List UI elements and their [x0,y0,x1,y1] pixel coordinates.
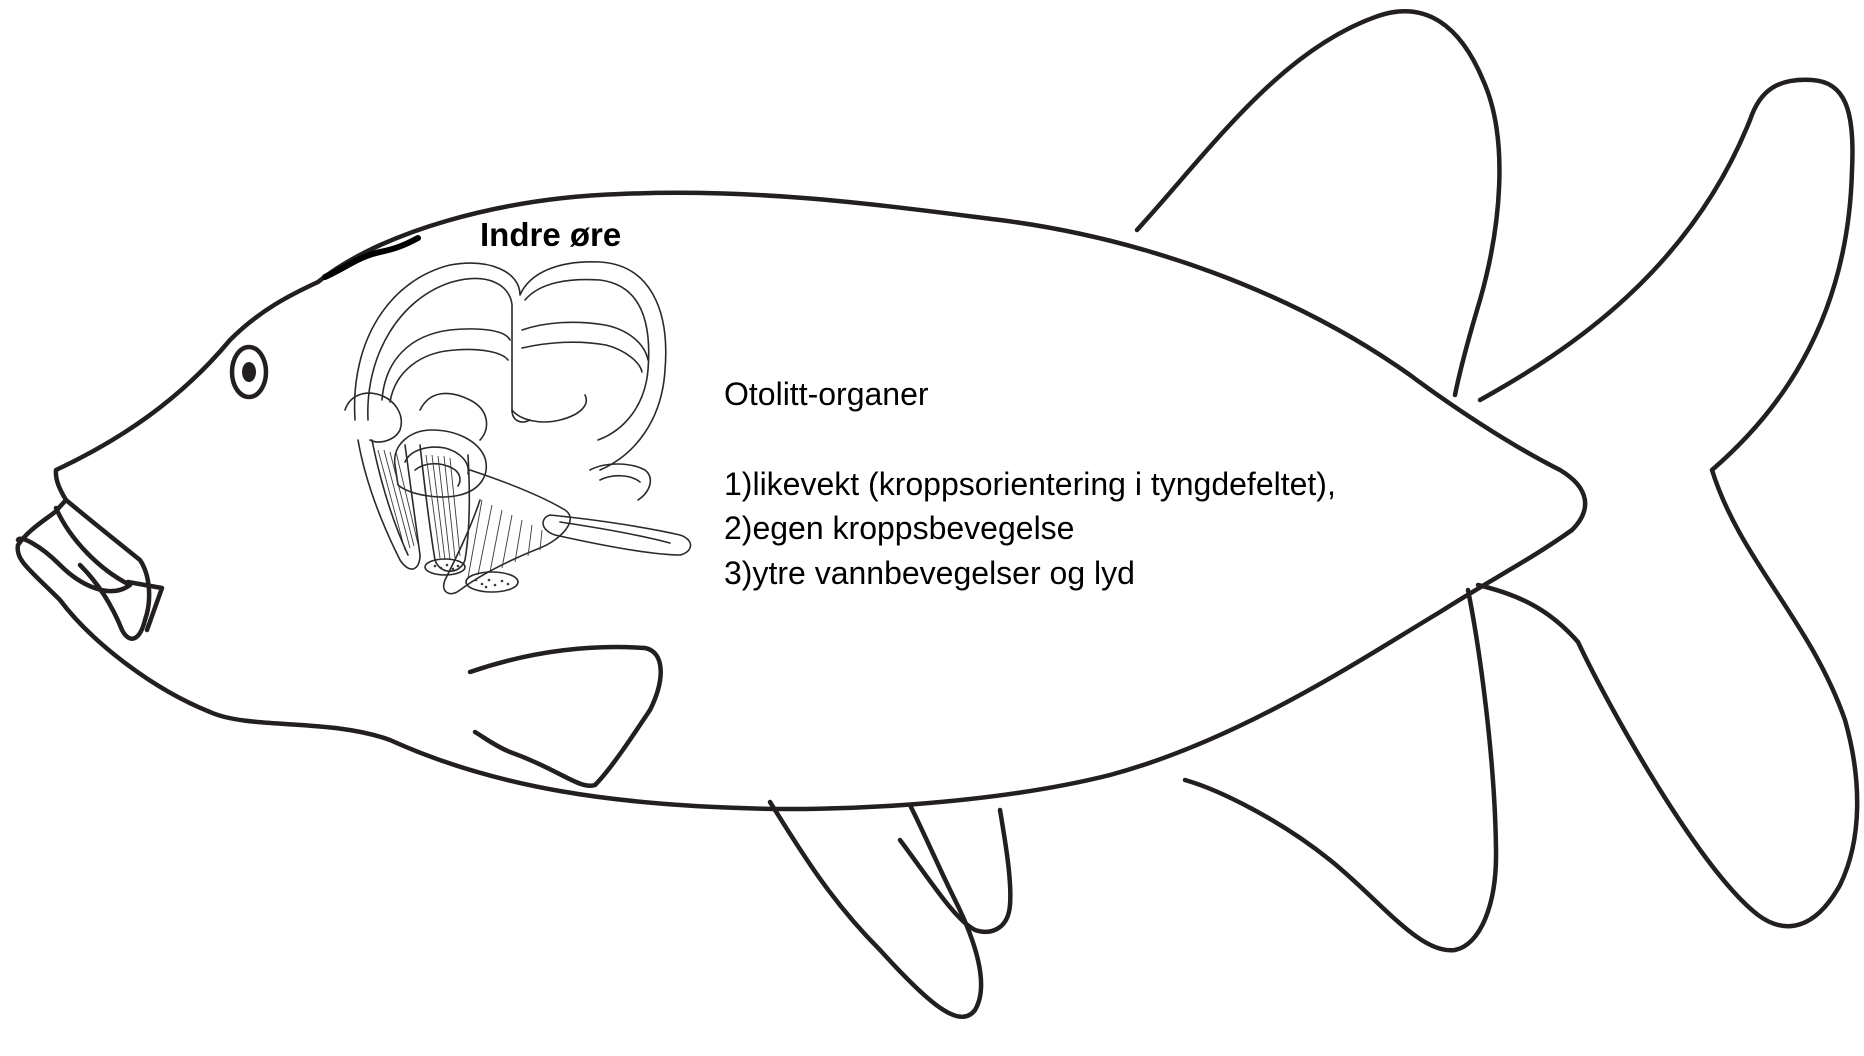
inner-ear-label: Indre øre [480,216,621,253]
function-item-2: 2)egen kroppsbevegelse [724,510,1074,546]
inner-ear-illustration [345,262,691,594]
function-item-1: 1)likevekt (kroppsorientering i tyngdefe… [724,466,1336,502]
pelvic-fin-rear [900,810,1010,932]
tail-fin [1478,80,1857,926]
pectoral-fin [470,647,661,786]
dorsal-fin [1137,11,1499,395]
anal-fin [1185,590,1496,950]
function-item-3: 3)ytre vannbevegelser og lyd [724,555,1135,591]
inner-ear-pointer [325,238,418,277]
mouth [18,500,149,639]
otolith-organs-heading: Otolitt-organer [724,376,929,412]
pupil [242,362,256,382]
